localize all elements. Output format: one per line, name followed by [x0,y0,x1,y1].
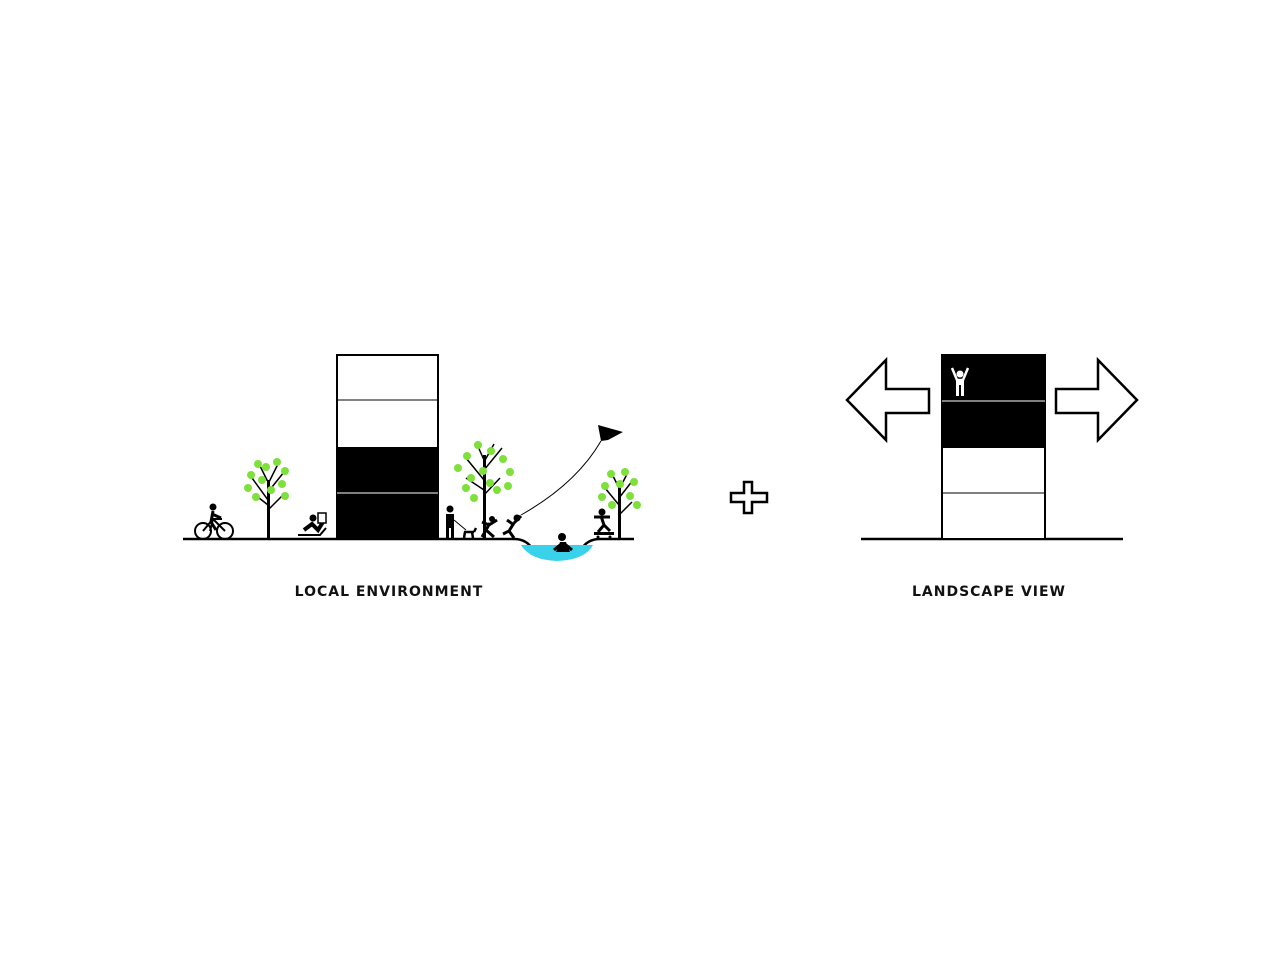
skateboarder-icon [594,508,614,539]
kite-flyer-icon [502,514,523,539]
cyclist-icon [194,503,234,540]
kite-icon [598,425,623,441]
landscape-view-panel [845,354,1139,541]
tree-icon [244,458,289,539]
playing-child-icon [480,516,498,539]
arrow-left-icon [845,356,931,444]
landscape-view-caption: LANDSCAPE VIEW [911,584,1067,600]
tree-icon [454,441,514,539]
building-tower [336,354,439,539]
building-tower [941,354,1046,540]
local-environment-caption: LOCAL ENVIRONMENT [294,584,484,600]
pond-water [521,545,593,561]
plus-icon [729,480,769,515]
local-environment-panel [183,354,641,561]
dog-walker-icon [446,505,478,539]
arrow-right-icon [1054,356,1139,444]
reclining-reader-icon [298,512,327,536]
kite-string [520,440,602,516]
tree-icon [598,468,641,539]
viewer-person-icon [950,367,970,396]
pond-sitter-icon [553,533,573,552]
